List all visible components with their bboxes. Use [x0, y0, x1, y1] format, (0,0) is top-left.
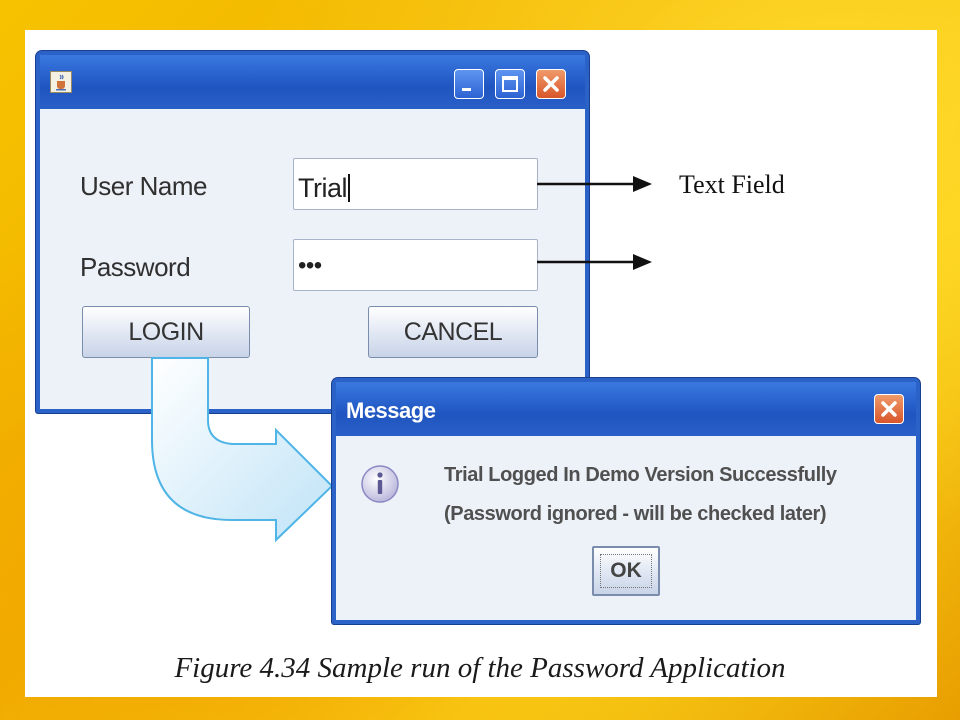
message-line-2: (Password ignored - will be checked late…: [444, 503, 827, 525]
text-field-annotation: Text Field: [679, 170, 785, 199]
user-name-label: User Name: [80, 171, 207, 201]
password-value: •••: [298, 252, 322, 279]
login-window: User Name Trial Password ••• LOGIN CANCE…: [36, 51, 589, 413]
password-field[interactable]: •••: [293, 239, 538, 291]
ok-button-label: OK: [610, 559, 642, 582]
close-icon: [881, 401, 897, 417]
cancel-button[interactable]: CANCEL: [368, 306, 538, 358]
focus-ring: [600, 554, 652, 588]
message-dialog: Message Trial Logged In Demo Version Suc…: [332, 378, 920, 624]
text-caret: [348, 174, 350, 202]
figure-caption: Figure 4.34 Sample run of the Password A…: [174, 652, 786, 684]
java-cup-icon: [50, 71, 72, 93]
maximize-icon: [502, 76, 518, 92]
user-name-value: Trial: [298, 173, 348, 203]
password-label: Password: [80, 252, 191, 282]
maximize-button[interactable]: [495, 69, 525, 99]
minimize-icon: [462, 88, 471, 91]
close-button[interactable]: [536, 69, 566, 99]
message-line-1: Trial Logged In Demo Version Successfull…: [444, 464, 837, 486]
close-icon: [543, 76, 559, 92]
minimize-button[interactable]: [454, 69, 484, 99]
dialog-close-button[interactable]: [874, 394, 904, 424]
login-button[interactable]: LOGIN: [82, 306, 250, 358]
info-icon: [361, 465, 399, 503]
user-name-field[interactable]: Trial: [293, 158, 538, 210]
message-dialog-titlebar[interactable]: Message: [336, 382, 916, 436]
dialog-title: Message: [346, 398, 436, 423]
ok-button[interactable]: OK: [592, 546, 660, 596]
login-window-titlebar[interactable]: [40, 55, 585, 109]
